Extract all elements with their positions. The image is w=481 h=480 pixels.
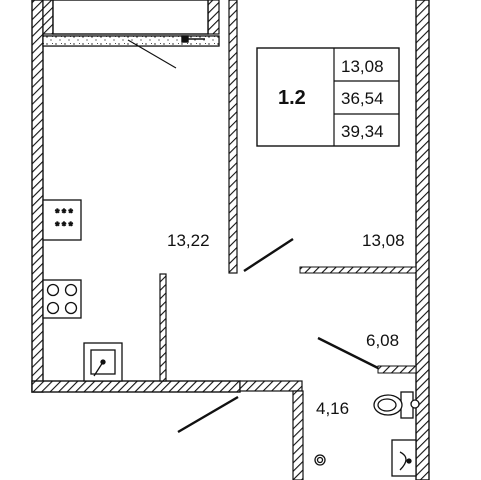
area-value-with-balcony: 39,34 [341,122,384,141]
sink-icon [83,342,123,382]
wall-right [415,0,430,480]
room-area-bathroom: 4,16 [316,399,349,418]
area-value-living: 13,08 [341,57,384,76]
wall-window-post-left [42,0,54,35]
doors [127,39,379,434]
room-area-hallway: 6,08 [366,331,399,350]
wall-left [31,0,44,393]
door-bathroom [317,336,379,370]
apartment-info-box: 1.2 13,08 36,54 39,34 [256,47,400,147]
ventilation-icon [181,35,205,43]
door-entrance [177,395,239,434]
door-balcony [127,39,177,69]
door-bedroom [243,237,294,273]
toilet-icon [373,391,420,419]
wall-window-post-right [207,0,220,35]
loggia-slab [42,35,220,47]
loggia [42,0,220,47]
area-value-total: 36,54 [341,89,384,108]
interior-walls [159,0,417,382]
kitchen-counter: * * * * * * [42,199,82,241]
wall-bottom-mid [239,380,303,392]
room-area-bedroom: 13,08 [362,231,405,250]
bathtub-icon [314,454,326,466]
apartment-number: 1.2 [278,87,306,109]
stove-icon [42,279,82,319]
svg-text:* * *: * * * [55,221,72,232]
wall-bath-left [292,390,304,480]
washbasin-icon [391,439,417,477]
svg-text:* * *: * * * [55,208,72,219]
room-area-kitchen: 13,22 [167,231,210,250]
wall-bottom-left [31,380,241,393]
